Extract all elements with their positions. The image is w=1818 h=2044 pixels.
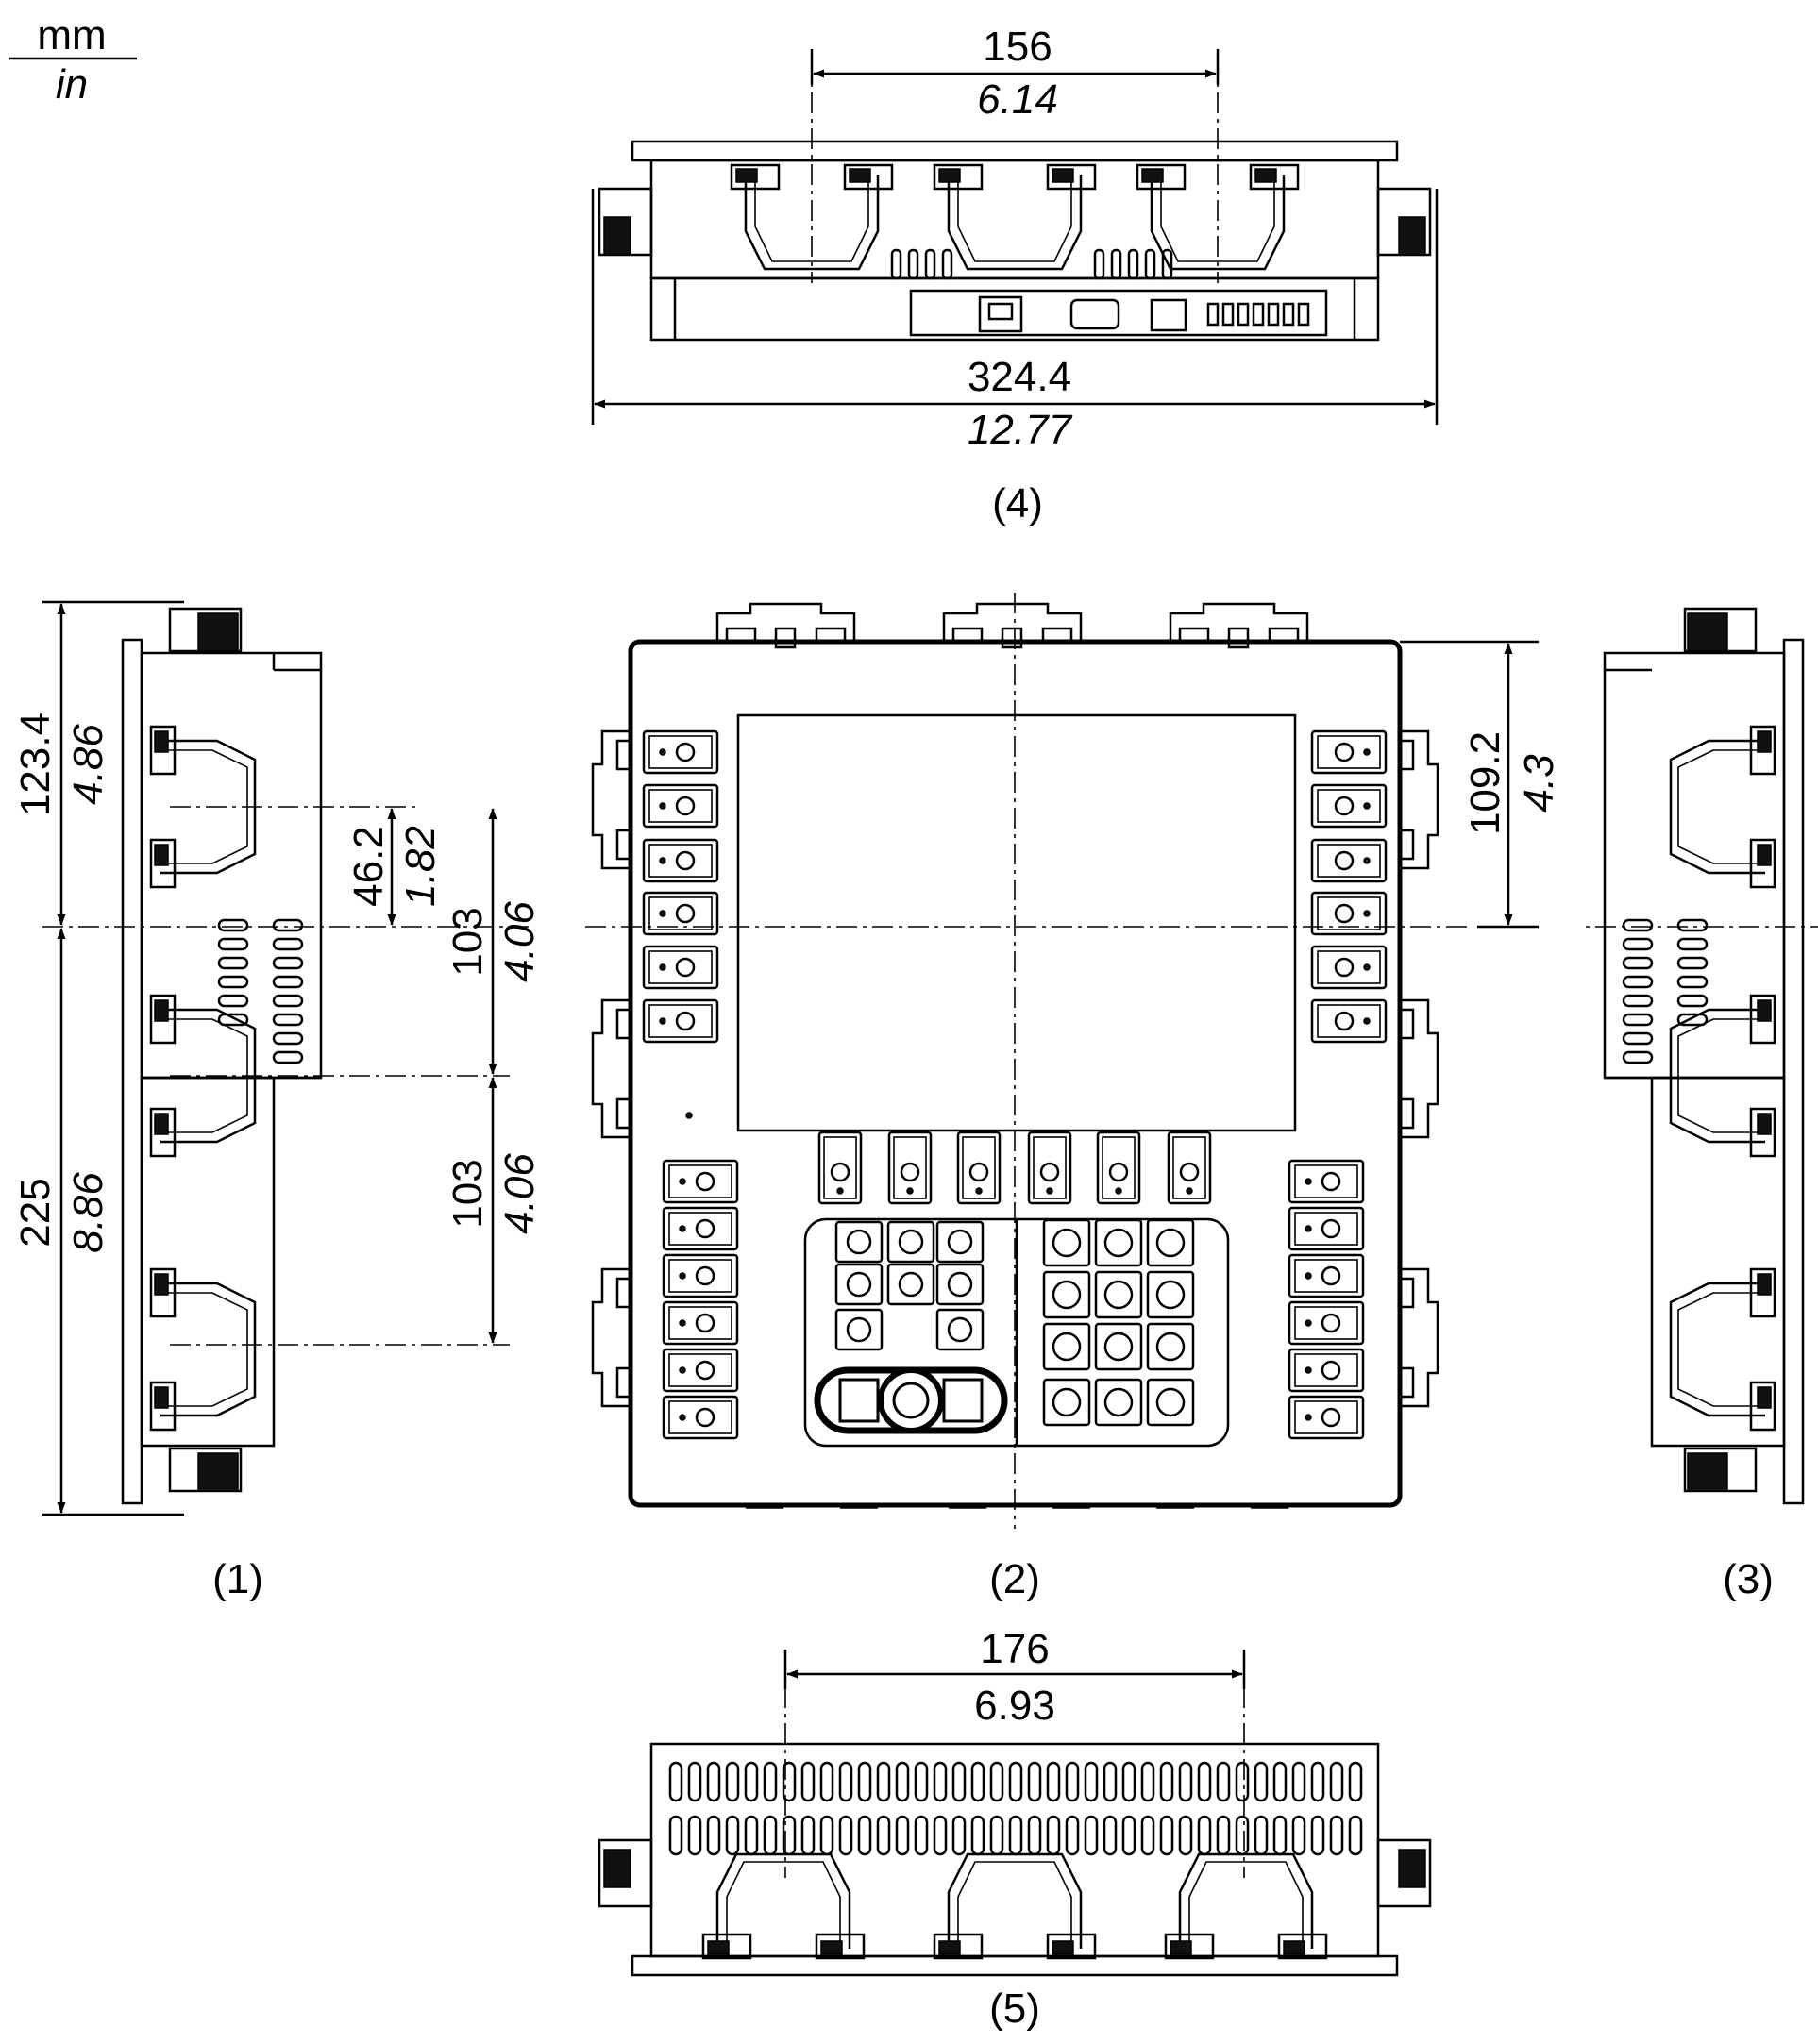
dim-bottom-spacing-mm: 176 (980, 1626, 1049, 1672)
right-side-view (1586, 607, 1818, 1505)
view-label-4: (4) (992, 480, 1043, 527)
view-label-5: (5) (989, 1985, 1040, 2032)
dim-top-spacing-mm: 156 (983, 24, 1052, 70)
dim-upper-height-in: 4.86 (65, 724, 111, 805)
dim-top-spacing-in: 6.14 (977, 76, 1058, 123)
dim-front-half-height-in: 4.3 (1516, 754, 1562, 813)
dim-upper-height-mm: 123.4 (12, 712, 59, 816)
dim-lower-height-in: 8.86 (65, 1172, 111, 1253)
dim-overall-width-in: 12.77 (968, 407, 1073, 453)
front-view: 109.2 4.3 (2) (585, 593, 1562, 1602)
left-side-view: 123.4 4.86 225 8.86 46.2 1.82 103 4.06 1… (12, 600, 543, 1602)
view-label-2: (2) (989, 1556, 1040, 1602)
dim-clip-pitch-upper-mm: 103 (445, 907, 491, 976)
dim-bottom-spacing-in: 6.93 (974, 1683, 1055, 1729)
top-view: 156 6.14 324.4 12.77 (4) (591, 24, 1439, 527)
dim-clip-offset-in: 1.82 (397, 826, 444, 907)
view-label-1: (1) (212, 1556, 263, 1602)
unit-mm: mm (37, 12, 106, 59)
units-legend: mm in (9, 12, 137, 108)
dim-lower-height-mm: 225 (12, 1178, 59, 1247)
bottom-view: 176 6.93 (5) (598, 1626, 1432, 2032)
dim-clip-pitch-lower-in: 4.06 (497, 1153, 543, 1234)
dim-clip-pitch-upper-in: 4.06 (497, 901, 543, 982)
unit-in: in (56, 61, 88, 108)
view-label-3: (3) (1723, 1556, 1774, 1602)
dim-front-half-height-mm: 109.2 (1462, 731, 1508, 835)
dim-overall-width-mm: 324.4 (968, 354, 1071, 400)
dim-clip-pitch-lower-mm: 103 (445, 1159, 491, 1228)
dim-clip-offset-mm: 46.2 (345, 826, 392, 907)
